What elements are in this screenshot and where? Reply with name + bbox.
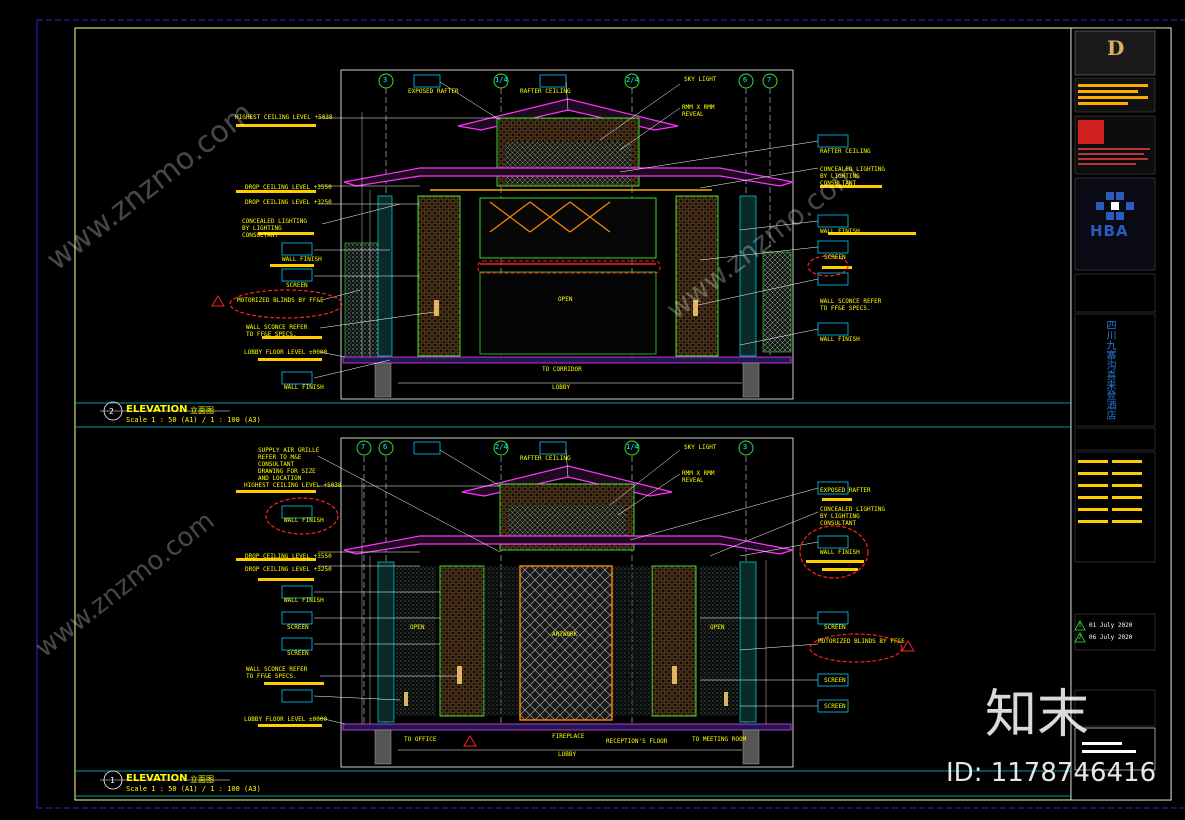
top-label-right-sconce: WALL SCONCE REFER TO FF&E SPECS. <box>820 298 882 312</box>
top-label-open: OPEN <box>558 296 573 303</box>
bottom-grid-mark-2: 6 <box>383 443 388 451</box>
bottom-label-wall-sconce: WALL SCONCE REFER TO FF&E SPECS. <box>246 666 308 680</box>
top-label-concealed-lighting: CONCEALED LIGHTING BY LIGHTING CONSULTAN… <box>242 218 308 239</box>
watermark-brand: 知末 <box>985 685 1090 745</box>
bottom-label-artwork: ARTWORK <box>552 631 578 638</box>
revision-1-mark: 1 <box>1078 622 1082 629</box>
bottom-grid-mark-1: 7 <box>361 443 366 451</box>
project-name-cn: 四川九寨沟喜来登酒店 <box>1104 320 1115 420</box>
top-label-reveal: RMM X RMM REVEAL <box>682 104 715 118</box>
top-label-right-wall-finish-2: WALL FINISH <box>820 336 860 343</box>
top-label-right-concealed: CONCEALED LIGHTING BY LIGHTING CONSULTAN… <box>820 166 886 187</box>
top-label-lobby: LOBBY <box>552 384 571 391</box>
bottom-view-title: ELEVATION <box>126 773 188 784</box>
bottom-label-reception-floor: RECEPTION'S FLOOR <box>606 738 668 745</box>
revision-2-mark: 2 <box>1078 634 1082 641</box>
top-view-title-cn: 立面图 <box>190 406 214 415</box>
top-grid-mark-4: 6 <box>743 76 748 84</box>
top-label-motorized-blinds: MOTORIZED BLINDS BY FF&E <box>237 297 324 304</box>
bottom-label-wall-finish: WALL FINISH <box>284 517 324 524</box>
watermark-id: ID: 1178746416 <box>946 758 1157 788</box>
bottom-label-wall-finish-2: WALL FINISH <box>284 597 324 604</box>
top-label-wall-sconce: WALL SCONCE REFER TO FF&E SPECS. <box>246 324 308 338</box>
top-label-sky-light: SKY LIGHT <box>684 76 717 83</box>
bottom-label-drop-ceiling-2: DROP CEILING LEVEL +3250 <box>245 566 332 573</box>
bottom-label-drop-ceiling-1: DROP CEILING LEVEL +3550 <box>245 553 332 560</box>
bottom-label-to-office: TO OFFICE <box>404 736 437 743</box>
top-grid-mark-2: 1/4 <box>495 76 508 84</box>
top-elevation-frame <box>340 69 794 400</box>
bottom-label-fireplace: FIREPLACE <box>552 733 585 740</box>
bottom-label-rafter-ceiling: RAFTER CEILING <box>520 455 571 462</box>
bottom-label-right-screen-2: SCREEN <box>824 677 846 684</box>
top-view-title: ELEVATION <box>126 404 188 415</box>
bottom-label-lobby-floor: LOBBY FLOOR LEVEL ±0000 <box>244 716 328 723</box>
artwork-panel <box>519 565 613 721</box>
bottom-label-sky-light: SKY LIGHT <box>684 444 717 451</box>
top-view-number: 2 <box>109 407 114 416</box>
bottom-grid-mark-4: 1/4 <box>626 443 639 451</box>
bottom-view-title-cn: 立面图 <box>190 775 214 784</box>
top-grid-mark-1: 3 <box>383 76 388 84</box>
top-grid-mark-3: 2/4 <box>626 76 639 84</box>
bottom-label-right-screen: SCREEN <box>824 624 846 631</box>
top-label-drop-ceiling-2: DROP CEILING LEVEL +3250 <box>245 199 332 206</box>
bottom-grid-mark-3: 2/4 <box>495 443 508 451</box>
bottom-label-highest-ceiling: HIGHEST CEILING LEVEL +5038 <box>244 482 342 489</box>
bottom-label-reveal: RMM X RMM REVEAL <box>682 470 715 484</box>
top-label-highest-ceiling: HIGHEST CEILING LEVEL +5038 <box>235 114 333 121</box>
top-label-exposed-rafter: EXPOSED RAFTER <box>408 88 459 95</box>
bottom-label-supply-air: SUPPLY AIR GRILLE REFER TO M&E CONSULTAN… <box>258 447 320 482</box>
top-label-right-screen: SCREEN <box>824 254 846 261</box>
top-label-right-rafter-ceiling: RAFTER CEILING <box>820 148 871 155</box>
bottom-view-scale: Scale 1 : 50 (A1) / 1 : 100 (A3) <box>126 785 261 793</box>
top-view-scale: Scale 1 : 50 (A1) / 1 : 100 (A3) <box>126 416 261 424</box>
top-label-lobby-floor: LOBBY FLOOR LEVEL ±0000 <box>244 349 328 356</box>
bottom-label-screen-2: SCREEN <box>287 650 309 657</box>
top-label-rafter-ceiling: RAFTER CEILING <box>520 88 571 95</box>
top-label-to-corridor: TO CORRIDOR <box>542 366 582 373</box>
top-grid-mark-5: 7 <box>767 76 772 84</box>
bottom-label-right-screen-3: SCREEN <box>824 703 846 710</box>
top-label-wall-finish-2: WALL FINISH <box>284 384 324 391</box>
title-block <box>1070 27 1172 801</box>
bottom-elevation-frame <box>340 437 794 768</box>
title-block-logo: D <box>1107 36 1125 60</box>
bottom-label-lobby: LOBBY <box>558 751 577 758</box>
top-label-right-wall-finish: WALL FINISH <box>820 228 860 235</box>
bottom-label-screen: SCREEN <box>287 624 309 631</box>
top-label-drop-ceiling-1: DROP CEILING LEVEL +3550 <box>245 184 332 191</box>
bottom-grid-mark-5: 3 <box>743 443 748 451</box>
bottom-label-right-wall-finish: WALL FINISH <box>820 549 860 556</box>
top-elevation <box>211 73 916 398</box>
revision-1-date: 01 July 2020 <box>1089 622 1133 629</box>
bottom-label-open-right: OPEN <box>710 624 725 631</box>
bottom-label-right-motorized-blinds: MOTORIZED BLINDS BY FF&E <box>818 638 905 645</box>
bottom-label-right-exposed-rafter: EXPOSED RAFTER <box>820 487 871 494</box>
bottom-view-number: 1 <box>110 776 115 785</box>
bottom-label-to-meeting-room: TO MEETING ROOM <box>692 736 747 743</box>
top-label-screen: SCREEN <box>286 282 308 289</box>
top-label-wall-finish: WALL FINISH <box>282 256 322 263</box>
bottom-label-right-concealed: CONCEALED LIGHTING BY LIGHTING CONSULTAN… <box>820 506 886 527</box>
consultant-logo: HBA <box>1090 222 1129 240</box>
bottom-elevation <box>236 440 915 765</box>
revision-2-date: 06 July 2020 <box>1089 634 1133 641</box>
bottom-label-open-left: OPEN <box>410 624 425 631</box>
